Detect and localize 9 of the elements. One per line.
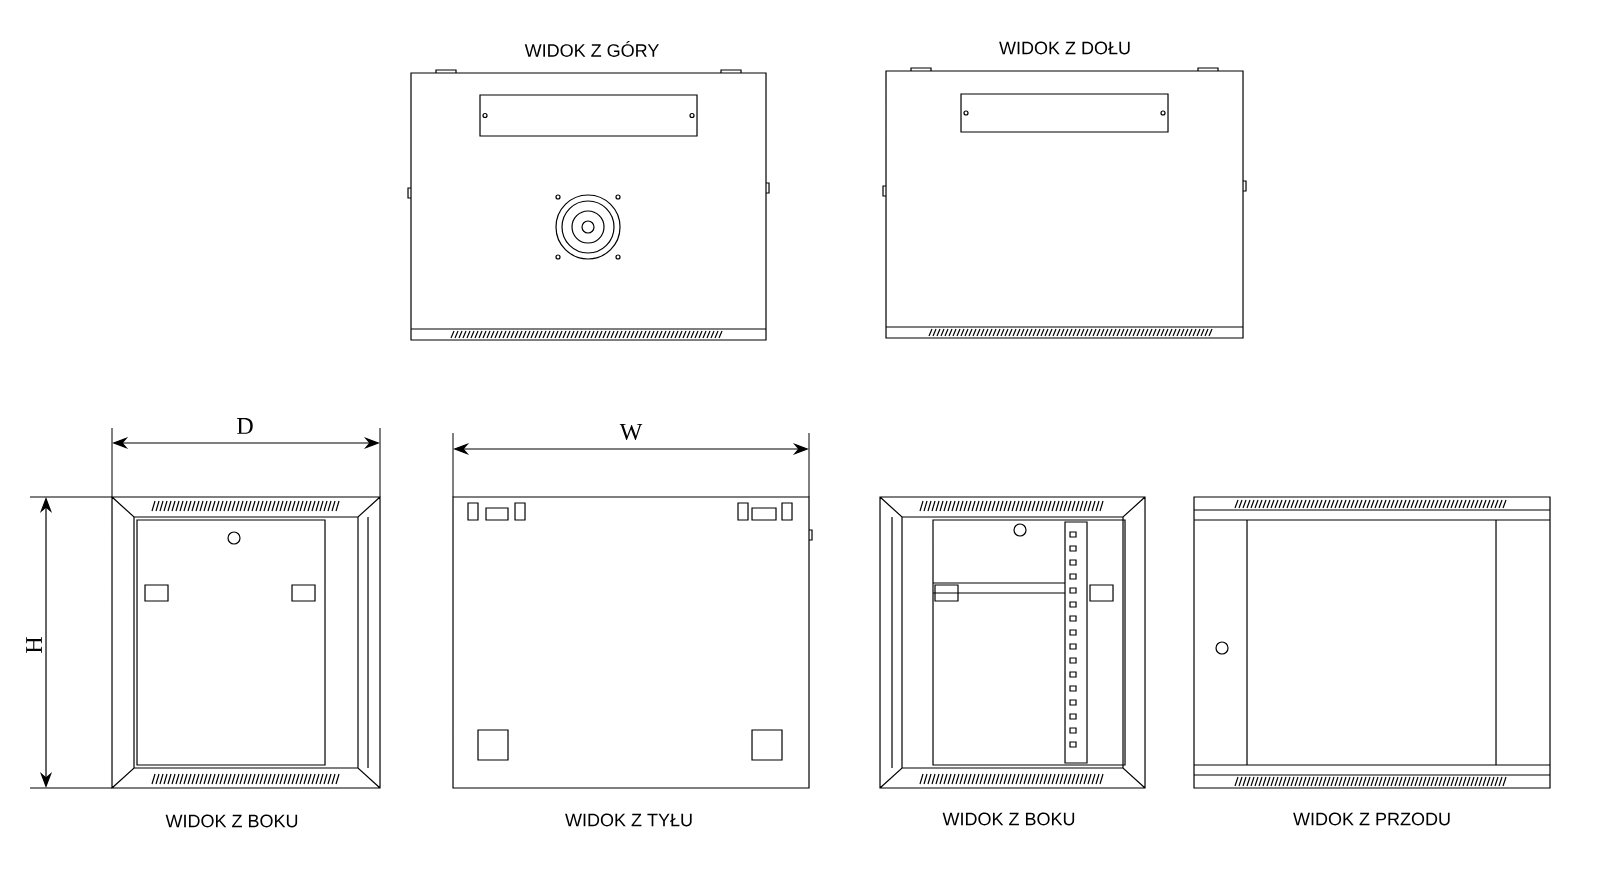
view-caption: WIDOK Z BOKU — [165, 814, 298, 828]
view-caption: WIDOK Z TYŁU — [565, 813, 692, 827]
view-caption: WIDOK Z PRZODU — [1293, 812, 1450, 826]
dimension-label: H — [26, 637, 42, 653]
dimension-label: D — [237, 418, 253, 434]
view-caption: WIDOK Z GÓRY — [524, 41, 659, 57]
dimension-label: W — [619, 423, 643, 441]
view-caption: WIDOK Z BOKU — [942, 812, 1075, 826]
view-caption: WIDOK Z DOŁU — [999, 41, 1130, 55]
